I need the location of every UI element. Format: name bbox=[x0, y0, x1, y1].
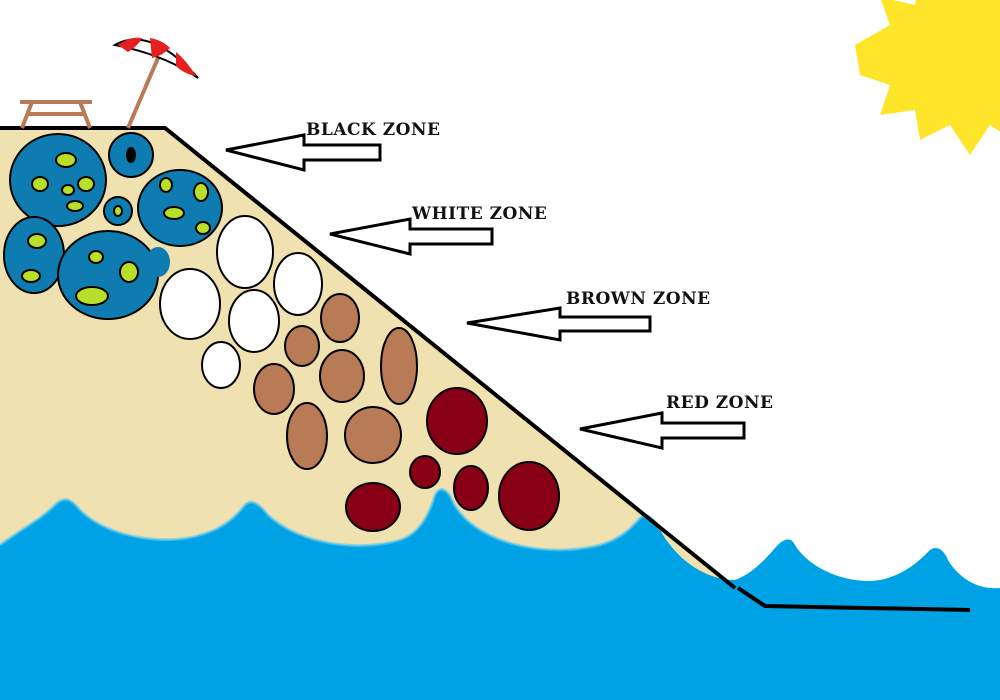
beach-umbrella-icon bbox=[112, 37, 199, 129]
white-zone-arrow bbox=[329, 217, 494, 256]
brown-zone-label: BROWN ZONE bbox=[566, 289, 711, 309]
picnic-table-icon bbox=[20, 100, 92, 129]
red-zone-rocks bbox=[345, 387, 560, 532]
white-zone-label: WHITE ZONE bbox=[411, 204, 547, 224]
left-arrow-icon bbox=[225, 133, 382, 172]
left-arrow-icon bbox=[579, 411, 746, 450]
sun-icon bbox=[855, 0, 1000, 155]
sea bbox=[0, 489, 1000, 700]
black-zone-spots bbox=[21, 147, 211, 306]
black-zone-arrow bbox=[225, 133, 382, 172]
black-zone-label: BLACK ZONE bbox=[306, 120, 440, 140]
white-zone-rocks bbox=[159, 215, 323, 389]
seabed-line bbox=[736, 586, 971, 612]
left-arrow-icon bbox=[329, 217, 494, 256]
left-arrow-icon bbox=[466, 306, 652, 342]
brown-zone-arrow bbox=[466, 306, 652, 342]
brown-zone-rocks bbox=[253, 293, 418, 470]
red-zone-arrow bbox=[579, 411, 746, 450]
slope-outline bbox=[0, 126, 737, 590]
wave-crest bbox=[0, 488, 662, 552]
red-zone-label: RED ZONE bbox=[666, 393, 773, 413]
